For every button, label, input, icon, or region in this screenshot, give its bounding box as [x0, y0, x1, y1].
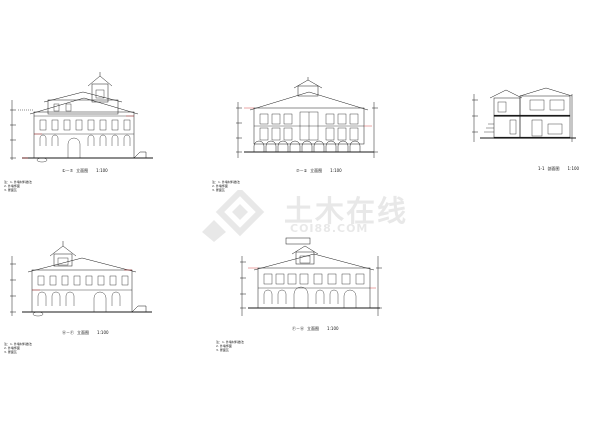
caption-number: Ⓕ－Ⓐ: [292, 326, 304, 331]
elevation-4-svg: [240, 237, 382, 316]
elevation-drawing-2: [232, 77, 382, 163]
elevation-drawing-3: [8, 240, 158, 320]
caption-number: 1-1: [538, 166, 545, 171]
elevation-1-svg: [10, 72, 153, 163]
note-line-3: 3. 屋面瓦: [4, 350, 17, 354]
note-line-2: 2. 外墙饰面: [216, 344, 232, 348]
caption-number: ⑦－①: [296, 168, 308, 173]
elevation-drawing-4: [236, 232, 386, 322]
caption-title: 立面图: [77, 330, 89, 335]
section-drawing: [470, 84, 580, 154]
caption-scale: 1:100: [327, 326, 339, 331]
drawing-4-notes: 注：1. 外墙材料做法 2. 外墙饰面 3. 屋面瓦: [216, 340, 244, 352]
caption-title: 立面图: [307, 326, 319, 331]
section-svg: [472, 87, 576, 142]
caption-number: ①－⑦: [62, 168, 74, 173]
caption-scale: 1:100: [97, 330, 109, 335]
note-line-2: 2. 外墙饰面: [4, 346, 20, 350]
caption-title: 立面图: [310, 168, 323, 173]
caption-scale: 1:100: [330, 168, 342, 173]
note-line-2: 2. 外墙饰面: [212, 184, 228, 188]
drawing-1-notes: 注：1. 外墙材料做法 2. 外墙饰面 3. 屋面瓦: [4, 180, 32, 192]
caption-scale: 1:100: [567, 166, 580, 171]
caption-title: 剖面图: [547, 166, 560, 171]
note-line-2: 2. 外墙饰面: [4, 184, 20, 188]
caption-number: Ⓐ－Ⓕ: [62, 330, 74, 335]
drawing-2-notes: 注：1. 外墙材料做法 2. 外墙饰面 3. 屋面瓦: [212, 180, 240, 192]
note-line-3: 3. 屋面瓦: [216, 348, 229, 352]
note-line-1: 注：1. 外墙材料做法: [212, 180, 240, 184]
elevation-3-svg: [10, 241, 152, 317]
caption-title: 立面图: [76, 168, 89, 173]
note-line-1: 注：1. 外墙材料做法: [4, 180, 32, 184]
elevation-2-svg: [236, 77, 378, 158]
note-line-3: 3. 屋面瓦: [212, 188, 225, 192]
caption-scale: 1:100: [96, 168, 108, 173]
note-line-1: 注：1. 外墙材料做法: [4, 342, 32, 346]
elevation-drawing-1: [8, 70, 158, 165]
watermark-text: 土木在线: [284, 194, 409, 228]
drawing-3-notes: 注：1. 外墙材料做法 2. 外墙饰面 3. 屋面瓦: [4, 342, 32, 354]
note-line-3: 3. 屋面瓦: [4, 188, 17, 192]
note-line-1: 注：1. 外墙材料做法: [216, 340, 244, 344]
